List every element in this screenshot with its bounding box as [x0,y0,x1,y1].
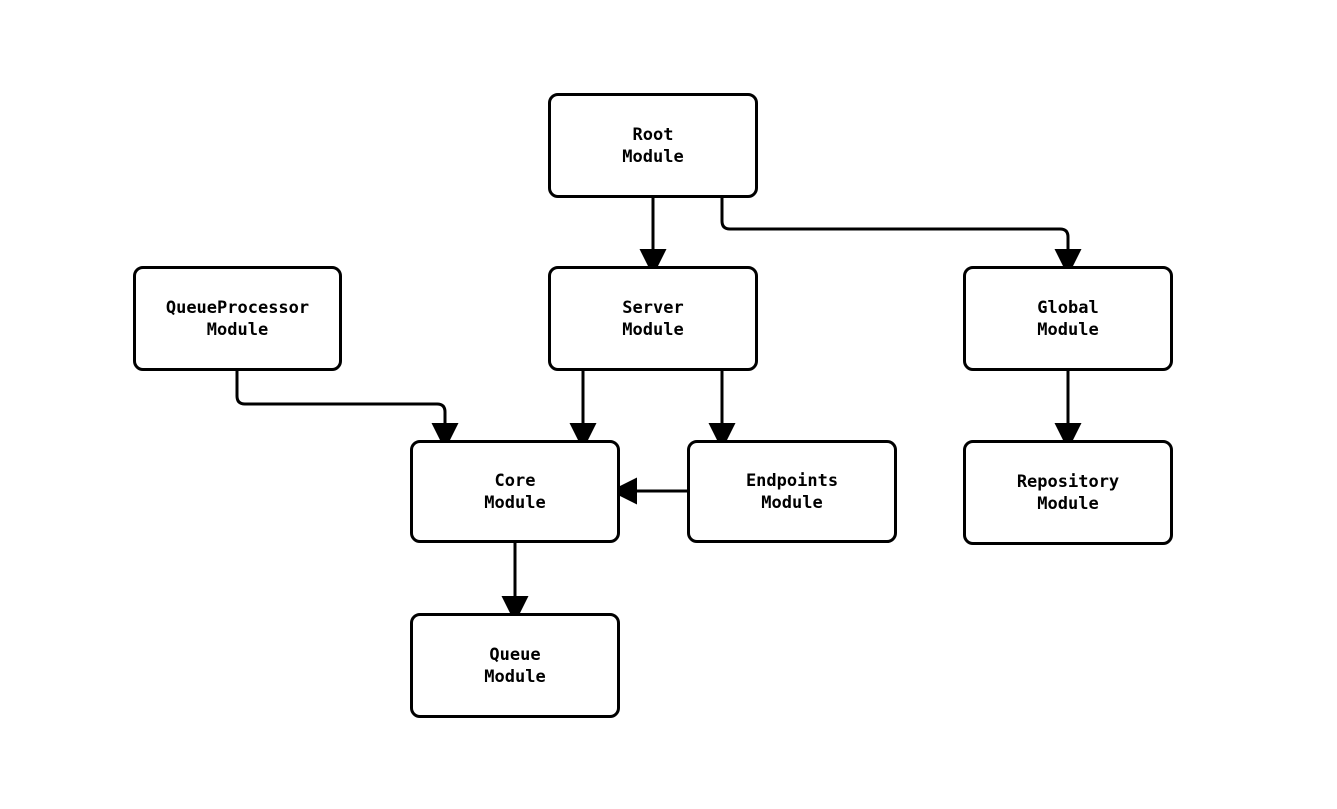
node-server-module-label: Server Module [622,297,684,340]
node-repository-module[interactable]: Repository Module [963,440,1173,545]
node-core-module-label: Core Module [484,470,546,513]
node-endpoints-module[interactable]: Endpoints Module [687,440,897,543]
node-server-module[interactable]: Server Module [548,266,758,371]
node-core-module[interactable]: Core Module [410,440,620,543]
node-queue-module[interactable]: Queue Module [410,613,620,718]
node-endpoints-module-label: Endpoints Module [745,470,839,513]
node-global-module[interactable]: Global Module [963,266,1173,371]
node-global-module-label: Global Module [1037,297,1099,340]
node-queueprocessor-module[interactable]: QueueProcessor Module [133,266,342,371]
node-queue-module-label: Queue Module [484,644,546,687]
node-repository-module-label: Repository Module [1016,471,1120,514]
node-root-module[interactable]: Root Module [548,93,758,198]
node-root-module-label: Root Module [622,124,684,167]
edge-queueprocessor-to-core [235,371,459,450]
edge-root-to-global [720,198,1082,276]
node-queueprocessor-module-label: QueueProcessor Module [165,297,310,340]
